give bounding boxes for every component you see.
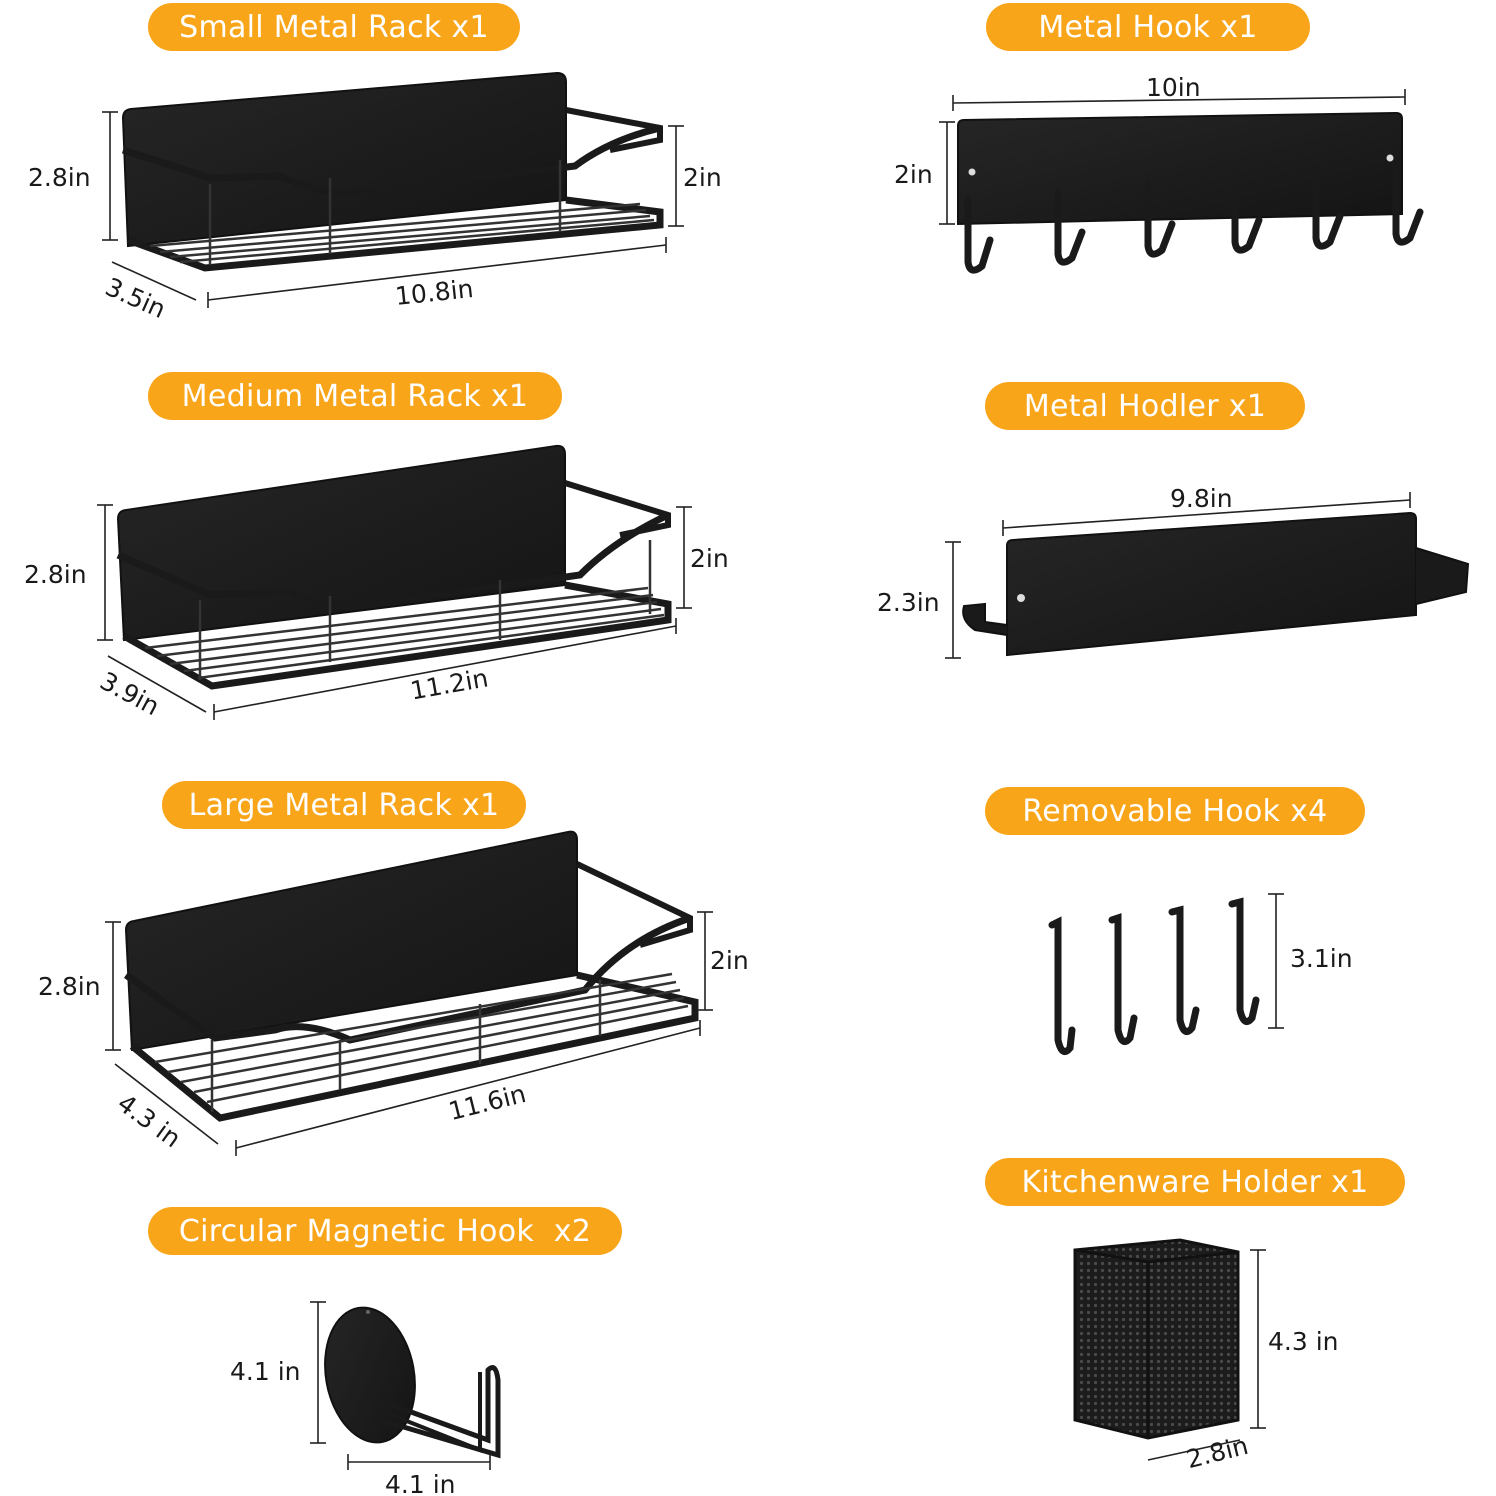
label-circular-magnetic-hook: Circular Magnetic Hook x2 <box>148 1207 622 1255</box>
label-medium-metal-rack: Medium Metal Rack x1 <box>148 372 562 420</box>
dimension-lines <box>97 89 1411 1470</box>
dim-circular-hook-width: 4.1 in <box>385 1470 456 1496</box>
dim-medium-rack-height: 2.8in <box>24 560 87 589</box>
label-metal-holder: Metal Hodler x1 <box>985 382 1305 430</box>
dim-large-rack-inner-height: 2in <box>710 946 749 975</box>
dim-removable-hook-height: 3.1in <box>1290 944 1353 973</box>
dim-metal-hook-height: 2in <box>894 160 933 189</box>
dim-small-rack-width: 10.8in <box>393 273 475 312</box>
dim-small-rack-height: 2.8in <box>28 163 91 192</box>
removable-hook-icon <box>1048 897 1260 1056</box>
label-large-metal-rack: Large Metal Rack x1 <box>162 781 526 829</box>
dim-metal-holder-width: 9.8in <box>1170 484 1233 513</box>
dim-medium-rack-inner-height: 2in <box>690 544 729 573</box>
dim-kitchenware-height: 4.3 in <box>1268 1327 1339 1356</box>
small-metal-rack-icon <box>121 71 664 272</box>
dim-large-rack-height: 2.8in <box>38 972 101 1001</box>
large-metal-rack-icon <box>123 830 699 1122</box>
medium-metal-rack-icon <box>116 444 672 690</box>
label-metal-hook: Metal Hook x1 <box>986 3 1310 51</box>
dim-metal-holder-height: 2.3in <box>877 588 940 617</box>
dim-metal-hook-width: 10in <box>1146 73 1201 102</box>
label-small-metal-rack: Small Metal Rack x1 <box>148 3 520 51</box>
metal-hook-bar-icon <box>957 111 1424 274</box>
label-kitchenware-holder: Kitchenware Holder x1 <box>985 1158 1405 1206</box>
kitchenware-holder-icon <box>1073 1238 1240 1440</box>
circular-magnetic-hook-icon <box>324 1306 501 1459</box>
metal-holder-icon <box>962 511 1470 657</box>
dim-circular-hook-height: 4.1 in <box>230 1357 301 1386</box>
label-removable-hook: Removable Hook x4 <box>985 787 1365 835</box>
dim-small-rack-inner-height: 2in <box>683 163 722 192</box>
